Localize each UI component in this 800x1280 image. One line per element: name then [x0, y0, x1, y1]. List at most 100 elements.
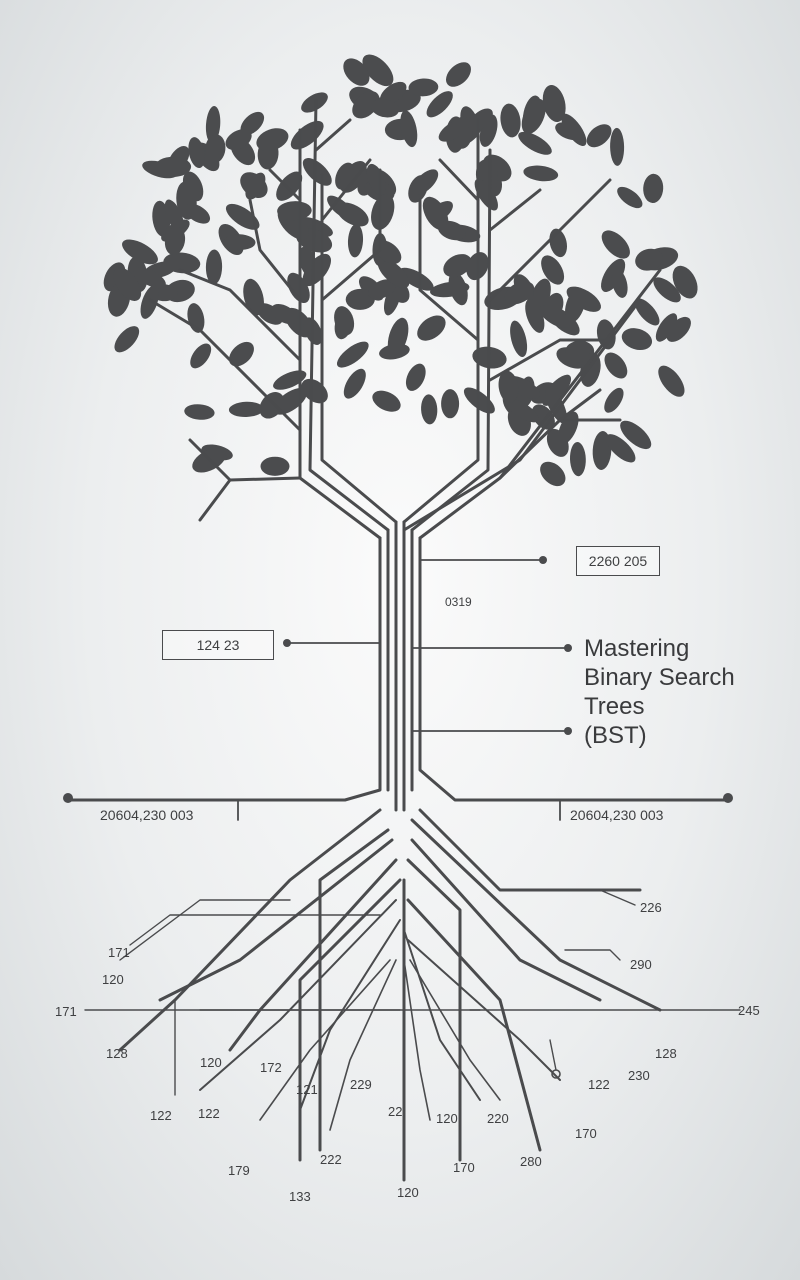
leaf-shape: [518, 131, 552, 155]
leaf-shape: [569, 442, 586, 477]
root-label: 120: [436, 1111, 458, 1126]
leaf-shape: [610, 127, 625, 166]
leaf-shape: [523, 165, 559, 182]
leaf-shape: [277, 201, 312, 221]
root-label: 230: [628, 1068, 650, 1083]
axis-label-left: 20604,230 003: [100, 807, 194, 823]
leaf-shape: [421, 394, 438, 425]
leaf-shape: [400, 110, 418, 148]
leaf-shape: [362, 54, 394, 87]
leaf-shape: [372, 390, 401, 412]
leaf-shape: [343, 368, 366, 399]
leaf-shape: [336, 341, 369, 368]
leaf-shape: [601, 230, 630, 259]
leaf-shape: [379, 81, 407, 105]
leaf-shape: [408, 78, 439, 97]
leaf-shape: [417, 315, 446, 341]
leaf-shape: [441, 389, 460, 419]
root-label: 120: [397, 1185, 419, 1200]
root-label: 290: [630, 957, 652, 972]
root-label: 245: [738, 1003, 760, 1018]
leaf-shape: [446, 62, 471, 87]
title-line-2: Binary Search: [584, 664, 735, 691]
leaf-shape: [276, 171, 303, 201]
leaf-shape: [343, 58, 370, 86]
leaf-shape: [290, 120, 324, 150]
leaf-shape: [184, 203, 211, 224]
root-label: 128: [655, 1046, 677, 1061]
leaf-shape: [245, 172, 266, 200]
leaf-shape: [521, 98, 546, 134]
leaf-shape: [243, 278, 264, 316]
root-label: 222: [320, 1152, 342, 1167]
root-label: 120: [102, 972, 124, 987]
leaf-shape: [634, 298, 660, 326]
title-line-4: (BST): [584, 722, 647, 749]
connector-dots: [63, 556, 733, 1079]
leaf-shape: [184, 404, 215, 420]
leaf-shape: [114, 326, 140, 353]
leaf-shape: [541, 255, 565, 285]
root-label: 121: [296, 1082, 318, 1097]
leaf-shape: [205, 134, 226, 164]
leaf-shape: [605, 434, 636, 463]
leaf-shape: [620, 420, 652, 450]
leaf-shape: [223, 234, 256, 250]
leaf-shape: [468, 108, 493, 132]
leaf-shape: [273, 370, 307, 390]
value-box-top-right: 2260 205: [576, 546, 660, 576]
leaf-shape: [412, 169, 439, 195]
leaf-shape: [336, 202, 369, 227]
leaf-shape: [334, 306, 355, 336]
leaf-shape: [205, 106, 221, 144]
leaf-shape: [540, 461, 566, 487]
leaf-shape: [163, 252, 201, 274]
root-label: 128: [106, 1046, 128, 1061]
root-label: 170: [453, 1160, 475, 1175]
root-label: 172: [260, 1060, 282, 1075]
leaf-shape: [525, 298, 545, 333]
root-label: 170: [575, 1126, 597, 1141]
leaf-shape: [546, 428, 569, 457]
leaf-shape: [500, 103, 521, 138]
root-label: 171: [108, 945, 130, 960]
leaf-shape: [443, 254, 472, 278]
leaf-shape: [405, 363, 426, 391]
title-line-3: Trees: [584, 693, 645, 720]
leaf-shape: [438, 118, 470, 142]
axis-label-right: 20604,230 003: [570, 807, 664, 823]
leaf-shape: [140, 285, 159, 319]
root-label: 171: [55, 1004, 77, 1019]
tree-branches: [68, 98, 741, 1182]
leaf-shape: [655, 313, 678, 342]
leaf-shape: [542, 85, 566, 122]
leaf-shape: [370, 98, 400, 118]
leaf-shape: [339, 161, 367, 193]
leaf-shape: [398, 267, 434, 291]
leaf-shape: [505, 398, 539, 423]
leaf-shape: [371, 193, 395, 230]
leaf-shape: [225, 129, 252, 151]
leaf-shape: [302, 158, 332, 186]
leaf-shape: [586, 124, 612, 148]
leaf-shape: [561, 113, 587, 147]
leaf-shape: [228, 401, 264, 418]
root-label: 280: [520, 1154, 542, 1169]
root-label: 22: [388, 1104, 403, 1119]
leaf-shape: [672, 265, 698, 299]
leaf-shape: [352, 91, 380, 119]
leaf-shape: [256, 128, 289, 151]
leaf-shape: [271, 303, 298, 325]
leaf-shape: [565, 287, 586, 323]
root-label: 120: [200, 1055, 222, 1070]
leaf-shape: [229, 341, 254, 367]
root-label: 133: [289, 1189, 311, 1204]
leaf-shape: [302, 253, 332, 287]
leaf-shape: [155, 156, 192, 177]
leaf-shape: [596, 319, 616, 350]
leaf-shape: [611, 269, 628, 298]
leaf-shape: [617, 186, 643, 209]
leaf-shape: [347, 224, 364, 258]
leaf-shape: [658, 365, 685, 397]
leaf-shape: [437, 220, 466, 241]
